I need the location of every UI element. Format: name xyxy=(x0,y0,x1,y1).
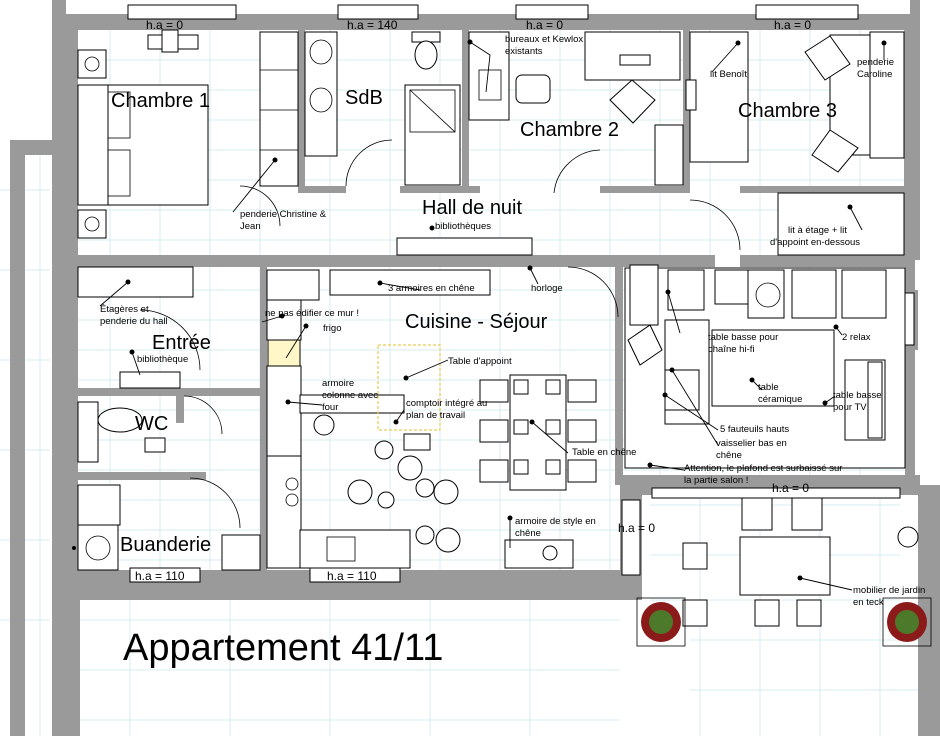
room-label-sdb: SdB xyxy=(345,87,383,109)
note-jardin-2: en teck xyxy=(853,597,884,608)
note-table-ceramique-2: céramique xyxy=(758,394,802,405)
note-penderie-cj-1: penderie Christine & xyxy=(240,209,327,220)
note-relax: 2 relax xyxy=(842,332,871,343)
note-armoires: 3 armoires en chêne xyxy=(388,283,475,294)
note-comptoir-2: plan de travail xyxy=(406,410,465,421)
room-label-chambre2: Chambre 2 xyxy=(520,119,619,141)
note-table-ceramique-1: table xyxy=(758,382,779,393)
note-jardin-1: mobilier de jardin xyxy=(853,585,925,596)
note-lit-benoit: lit Benoît xyxy=(710,69,747,80)
dining-table xyxy=(479,374,597,569)
plan-title: Appartement 41/11 xyxy=(123,627,443,669)
note-comptoir-1: comptoir intégré au xyxy=(406,398,487,409)
window-height-terrasse: h.a = 0 xyxy=(772,481,809,495)
windows xyxy=(127,4,915,583)
note-table-basse-hifi-1: table basse pour xyxy=(708,332,778,343)
note-frigo: frigo xyxy=(323,323,341,334)
note-table-chene: Table en chêne xyxy=(572,447,636,458)
room-labels: Chambre 1 SdB Chambre 2 Chambre 3 Hall d… xyxy=(111,87,837,556)
annotation-dots xyxy=(72,39,887,581)
note-etageres-2: penderie du hall xyxy=(100,316,168,327)
note-armoire-style-1: armoire de style en xyxy=(515,516,596,527)
note-attention-1: Attention, le plafond est surbaissé sur xyxy=(684,463,842,474)
note-bibliotheques: bibliothèques xyxy=(435,221,491,232)
note-vaisselier-1: vaisselier bas en xyxy=(716,438,787,449)
annotation-texts: bureaux et Kewlox existants lit Benoît p… xyxy=(100,34,925,608)
note-armoire-colonne-3: four xyxy=(322,402,338,413)
chambre3-furniture xyxy=(685,31,905,256)
note-armoire-colonne-1: armoire xyxy=(322,378,354,389)
window-height-ch2: h.a = 0 xyxy=(526,18,563,32)
note-horloge: horloge xyxy=(531,283,563,294)
note-lit-etage-1: lit à étage + lit xyxy=(788,225,847,236)
note-table-tv-1: table basse xyxy=(833,390,882,401)
sdb-furniture xyxy=(304,31,461,187)
note-armoire-style-2: chêne xyxy=(515,528,541,539)
entree-furniture xyxy=(77,266,261,571)
window-height-sejour: h.a = 0 xyxy=(618,521,655,535)
chambre1-furniture xyxy=(77,29,299,239)
hall-furniture xyxy=(239,185,741,318)
note-table-basse-hifi-2: chaîne hi-fi xyxy=(708,344,754,355)
room-label-wc: WC xyxy=(135,413,168,435)
room-label-chambre3: Chambre 3 xyxy=(738,100,837,122)
cuisine-furniture xyxy=(266,269,491,569)
note-bureaux-2: existants xyxy=(505,46,543,57)
note-table-tv-2: pour TV xyxy=(833,402,867,413)
terrace-furniture xyxy=(636,497,932,647)
window-height-ch1: h.a = 0 xyxy=(146,18,183,32)
note-vaisselier-2: chêne xyxy=(716,450,742,461)
note-table-appoint: Table d'appoint xyxy=(448,356,512,367)
note-armoire-colonne-2: colonne avec xyxy=(322,390,378,401)
chambre2-furniture xyxy=(468,31,684,194)
note-etageres-1: Étagères et xyxy=(100,304,149,315)
room-label-entree: Entrée xyxy=(152,332,211,354)
annotation-leaders xyxy=(99,41,885,591)
note-bureaux-1: bureaux et Kewlox xyxy=(505,34,583,45)
room-label-buanderie: Buanderie xyxy=(120,534,211,556)
note-bibliotheque: bibliothèque xyxy=(137,354,188,365)
note-penderie-caroline-1: penderie xyxy=(857,57,894,68)
window-height-buanderie: h.a = 110 xyxy=(135,569,185,583)
room-label-chambre1: Chambre 1 xyxy=(111,90,210,112)
note-mur: ne pas édifier ce mur ! xyxy=(265,308,359,319)
note-penderie-cj-2: Jean xyxy=(240,221,261,232)
window-height-ch3: h.a = 0 xyxy=(774,18,811,32)
room-label-cuisine: Cuisine - Séjour xyxy=(405,311,548,333)
interior-walls xyxy=(78,30,905,570)
window-height-labels: h.a = 0 h.a = 140 h.a = 0 h.a = 0 h.a = … xyxy=(135,18,811,583)
note-lit-etage-2: d'appoint en-dessous xyxy=(770,237,860,248)
room-label-hall: Hall de nuit xyxy=(422,197,523,219)
window-height-sdb: h.a = 140 xyxy=(347,18,398,32)
note-fauteuils: 5 fauteuils hauts xyxy=(720,424,789,435)
note-attention-2: la partie salon ! xyxy=(684,475,748,486)
note-penderie-caroline-2: Caroline xyxy=(857,69,892,80)
window-height-cuisine: h.a = 110 xyxy=(327,569,377,583)
